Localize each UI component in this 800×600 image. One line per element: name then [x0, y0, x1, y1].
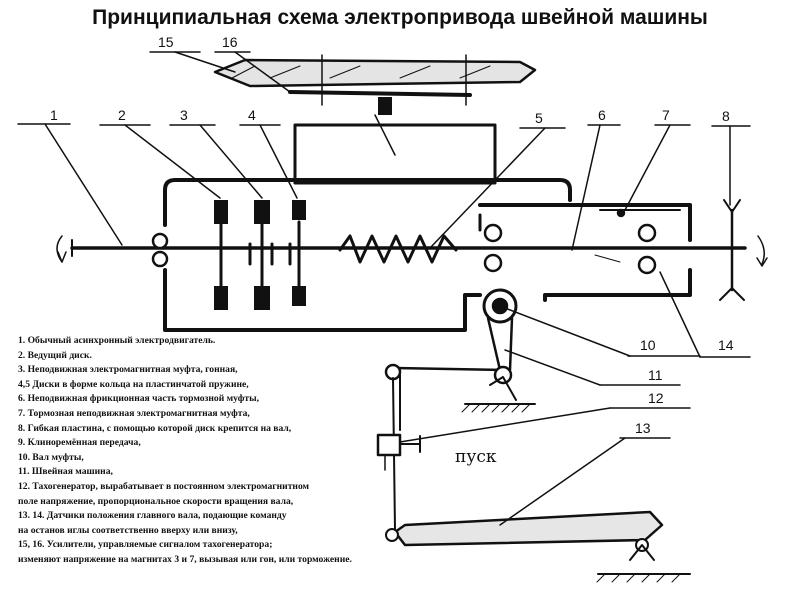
label-16: 16 — [222, 34, 238, 50]
legend-item: 3. Неподвижная электромагнитная муфта, г… — [18, 364, 238, 376]
label-5: 5 — [535, 110, 543, 126]
label-2: 2 — [118, 107, 126, 123]
label-15: 15 — [158, 34, 174, 50]
legend-list: 1. Обычный асинхронный электродвигатель.… — [18, 334, 498, 568]
legend-item: 6. Неподвижная фрикционная часть тормозн… — [18, 393, 259, 405]
label-12: 12 — [648, 390, 664, 406]
legend-item: изменяют напряжение на магнитах 3 и 7, в… — [18, 553, 352, 565]
legend-item: 11. Швейная машина, — [18, 466, 113, 478]
legend-item: 1. Обычный асинхронный электродвигатель. — [18, 335, 216, 346]
legend-item: 4,5 Диски в форме кольца на пластинчатой… — [18, 378, 249, 390]
legend-item: на останов иглы соответственно вверху ил… — [18, 524, 238, 536]
label-3: 3 — [180, 107, 188, 123]
legend-item: 10. Вал муфты, — [18, 451, 84, 463]
label-1: 1 — [50, 107, 58, 123]
legend-item: поле напряжение, пропорциональное скорос… — [18, 495, 294, 507]
legend-item: 9. Клиноремённая передача, — [18, 437, 141, 449]
label-14: 14 — [718, 337, 734, 353]
legend-item: 2. Ведущий диск. — [18, 349, 92, 361]
label-8: 8 — [722, 108, 730, 124]
legend-item: 12. Тахогенератор, вырабатывает в постоя… — [18, 480, 310, 492]
start-pedal — [385, 510, 691, 583]
label-7: 7 — [662, 107, 670, 123]
motor-housing — [163, 123, 692, 332]
main-shaft — [56, 235, 747, 263]
label-11: 11 — [648, 367, 663, 383]
legend-item: 13. 14. Датчики положения главного вала,… — [18, 510, 287, 522]
spring — [338, 234, 458, 264]
label-leaders — [17, 51, 751, 526]
label-6: 6 — [598, 107, 606, 123]
legend-item: 15, 16. Усилители, управляемые сигналом … — [18, 539, 273, 551]
page-title: Принципиальная схема электропривода швей… — [92, 6, 708, 29]
label-13: 13 — [635, 420, 651, 436]
bearings — [151, 208, 657, 275]
legend-item: 7. Тормозная неподвижная электромагнитна… — [18, 407, 250, 419]
legend-item: 8. Гибкая пластина, с помощью которой ди… — [18, 422, 292, 434]
label-4: 4 — [248, 107, 256, 123]
drive-discs — [214, 200, 306, 310]
belt-drive — [384, 288, 536, 413]
machine-table — [213, 54, 537, 156]
tachogenerator — [376, 374, 421, 531]
label-pusk: пуск — [455, 447, 497, 467]
flexible-plate — [719, 199, 768, 301]
label-10: 10 — [640, 337, 656, 353]
